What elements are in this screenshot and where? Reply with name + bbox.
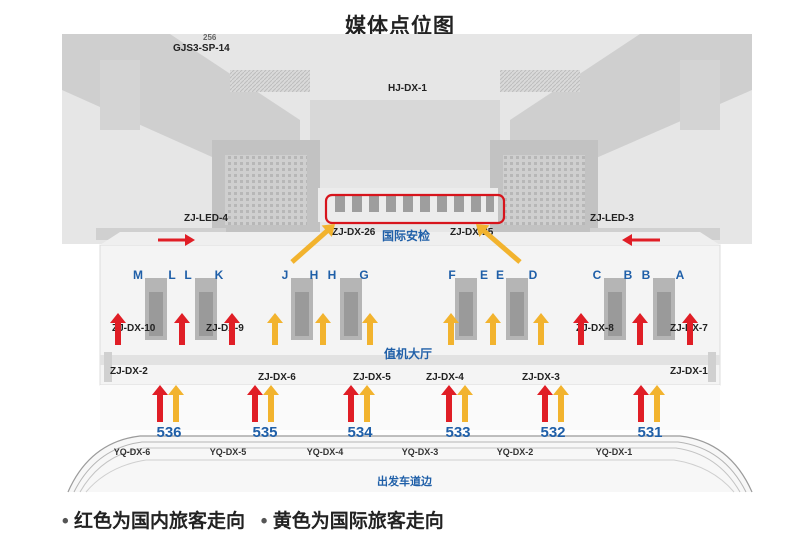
departure-road [67,435,753,493]
road-point-label: YQ-DX-1 [596,447,633,457]
label-departure-road: 出发车道边 [377,474,433,488]
flow-arrow [359,385,375,422]
label-hj-dx-1: HJ-DX-1 [388,83,427,94]
road-point-label: YQ-DX-6 [114,447,151,457]
flow-arrow-shaft [290,227,331,264]
counter-letter: M [133,268,143,282]
flow-arrow [682,313,698,345]
door-number: 532 [540,424,565,441]
terminal-map: 256 GJS3-SP-14 HJ-DX-1 ZJ-LED-4 ZJ-LED-3… [62,33,753,493]
road-point-label: YQ-DX-4 [307,447,344,457]
label-security: 国际安检 [382,228,430,243]
flow-arrow [485,313,501,345]
flow-arrow-shaft [480,227,522,264]
door-numbers: 536 535 534 533 532 531 [156,424,662,441]
door-number: 536 [156,424,181,441]
flow-arrow [174,313,190,345]
label-zj-led-3: ZJ-LED-3 [590,213,634,224]
label-zj-dx-25: ZJ-DX-25 [450,227,494,238]
flow-arrow-head [321,224,335,238]
flow-arrow [443,313,459,345]
flow-arrow [537,385,553,422]
flow-arrow [553,385,569,422]
upper-building [62,34,752,244]
flow-arrow-head [476,224,490,238]
road-point-label: YQ-DX-5 [210,447,247,457]
flow-arrow [343,385,359,422]
flow-arrow [632,313,648,345]
flow-arrow [315,313,331,345]
label-gjs3: GJS3-SP-14 [173,43,230,54]
flow-arrow [633,385,649,422]
label-zj-dx-6: ZJ-DX-6 [258,372,296,383]
counter-letter: D [529,268,538,282]
door-number: 535 [252,424,277,441]
road-points: YQ-DX-6 YQ-DX-5 YQ-DX-4 YQ-DX-3 YQ-DX-2 YQ-DX… [114,447,633,457]
flow-arrow [573,313,589,345]
counter-letter: H [328,268,337,282]
counter-letter: K [215,268,224,282]
label-gjs3-num: 256 [203,33,217,42]
counter-letter: B [624,268,633,282]
counter-letter: B [642,268,651,282]
checkin-hall-area [99,232,721,430]
flow-arrows [110,224,698,422]
flow-arrow [224,313,240,345]
flow-arrow [168,385,184,422]
flow-arrow-head [185,234,195,246]
counter-letter: G [359,268,368,282]
label-zj-dx-2: ZJ-DX-2 [110,366,148,377]
label-zj-dx-3: ZJ-DX-3 [522,372,560,383]
flow-arrow [362,313,378,345]
label-zj-dx-4: ZJ-DX-4 [426,372,464,383]
label-zj-dx-8: ZJ-DX-8 [576,323,614,334]
door-number: 531 [637,424,662,441]
counter-letter: F [448,268,455,282]
flow-arrow [457,385,473,422]
counter-letter: J [282,268,289,282]
flow-arrow [441,385,457,422]
legend-international: 黄色为国际旅客走向 [272,511,444,532]
counter-letter: L [184,268,191,282]
page-title: 媒体点位图 [345,15,455,38]
flow-arrow [533,313,549,345]
label-zj-dx-26: ZJ-DX-26 [332,227,376,238]
flow-arrow [110,313,126,345]
door-number: 534 [347,424,373,441]
road-point-label: YQ-DX-2 [497,447,534,457]
flow-arrow [152,385,168,422]
flow-arrow [263,385,279,422]
counter-letter: C [593,268,602,282]
counter-letter: A [676,268,685,282]
flow-arrow [267,313,283,345]
counter-letter: L [168,268,175,282]
label-zj-led-4: ZJ-LED-4 [184,213,228,224]
counter-letter: E [496,268,504,282]
road-point-label: YQ-DX-3 [402,447,439,457]
security-highlight-box [324,193,506,225]
flow-arrow [649,385,665,422]
flow-arrow [247,385,263,422]
label-zj-dx-5: ZJ-DX-5 [353,372,391,383]
door-number: 533 [445,424,470,441]
legend-domestic: 红色为国内旅客走向 [73,511,245,532]
label-zj-dx-1: ZJ-DX-1 [670,366,708,377]
flow-arrow-head [622,234,632,246]
label-zj-dx-9: ZJ-DX-9 [206,323,244,334]
label-zj-dx-10: ZJ-DX-10 [112,323,156,334]
counter-letter: E [480,268,488,282]
legend: • 红色为国内旅客走向 • 黄色为国际旅客走向 [62,511,444,532]
counter-letter: H [310,268,319,282]
label-checkin-hall: 值机大厅 [384,346,432,361]
